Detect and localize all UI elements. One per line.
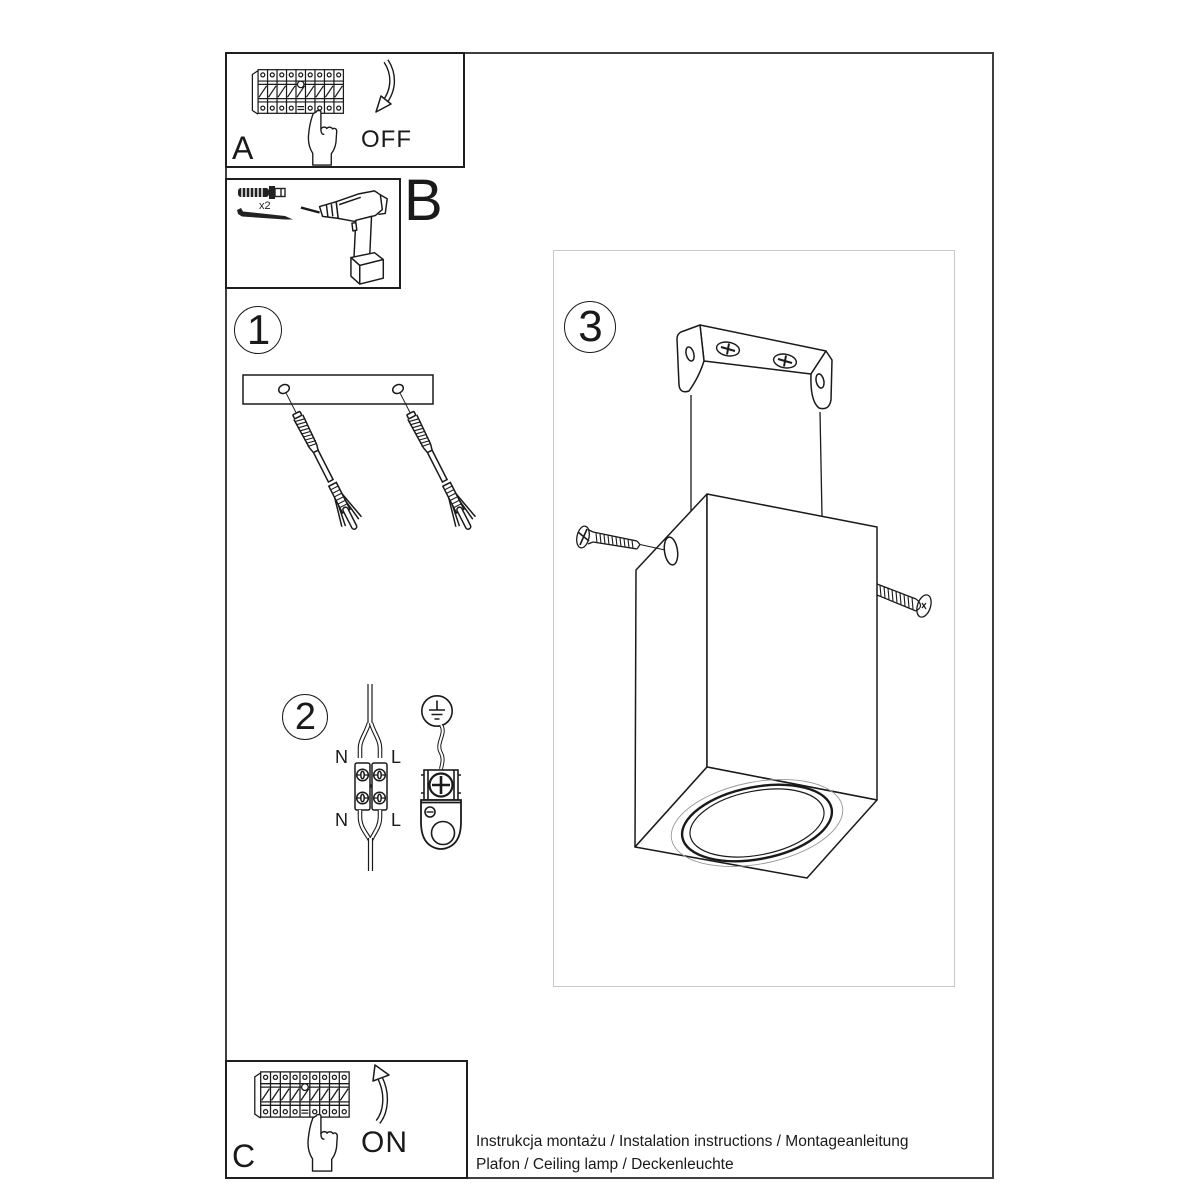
- side-screw-right-icon: [876, 583, 932, 618]
- pressing-hand-icon: [307, 1113, 339, 1172]
- off-label: OFF: [361, 126, 412, 153]
- step-2-number: 2: [294, 695, 316, 738]
- terminal-label-l-bottom: L: [391, 810, 402, 830]
- side-screw-left-icon: [576, 525, 666, 551]
- step-3-number: 3: [578, 302, 603, 351]
- step-1-number: 1: [246, 306, 270, 353]
- lamp-body-icon: [634, 493, 878, 879]
- terminal-label-n-bottom: N: [335, 810, 348, 830]
- on-label: ON: [361, 1126, 408, 1159]
- arrow-up-icon: [372, 1064, 390, 1124]
- wiring-diagram-icon: [354, 684, 388, 871]
- step-b-letter: B: [404, 168, 443, 233]
- terminal-label-n-top: N: [335, 747, 348, 767]
- step-c-letter: C: [232, 1138, 256, 1174]
- mounting-bracket-icon: [676, 324, 833, 517]
- step-3-badge: 3: [564, 301, 616, 353]
- earth-ground-symbol-icon: [421, 695, 453, 727]
- footer-line-1: Instrukcja montażu / Instalation instruc…: [476, 1133, 909, 1150]
- mounting-bar-and-anchors-icon: [242, 374, 477, 530]
- arrow-down-icon: [375, 59, 396, 113]
- drill-icon: [300, 190, 388, 285]
- lamp-assembly-drawing: [576, 324, 932, 879]
- step-1-badge: 1: [234, 306, 282, 354]
- pressing-hand-icon: [307, 109, 338, 166]
- screw-icon: [237, 208, 293, 220]
- wall-plug-icon: [238, 186, 286, 199]
- step-2-badge: 2: [282, 694, 328, 740]
- footer-caption: Instrukcja montażu / Instalation instruc…: [476, 1130, 909, 1176]
- terminal-label-l-top: L: [391, 747, 402, 767]
- ground-clamp-icon: [420, 723, 462, 850]
- footer-line-2: Plafon / Ceiling lamp / Deckenleuchte: [476, 1156, 734, 1173]
- wall-plug-quantity: x2: [259, 200, 271, 212]
- step-a-letter: A: [232, 130, 254, 166]
